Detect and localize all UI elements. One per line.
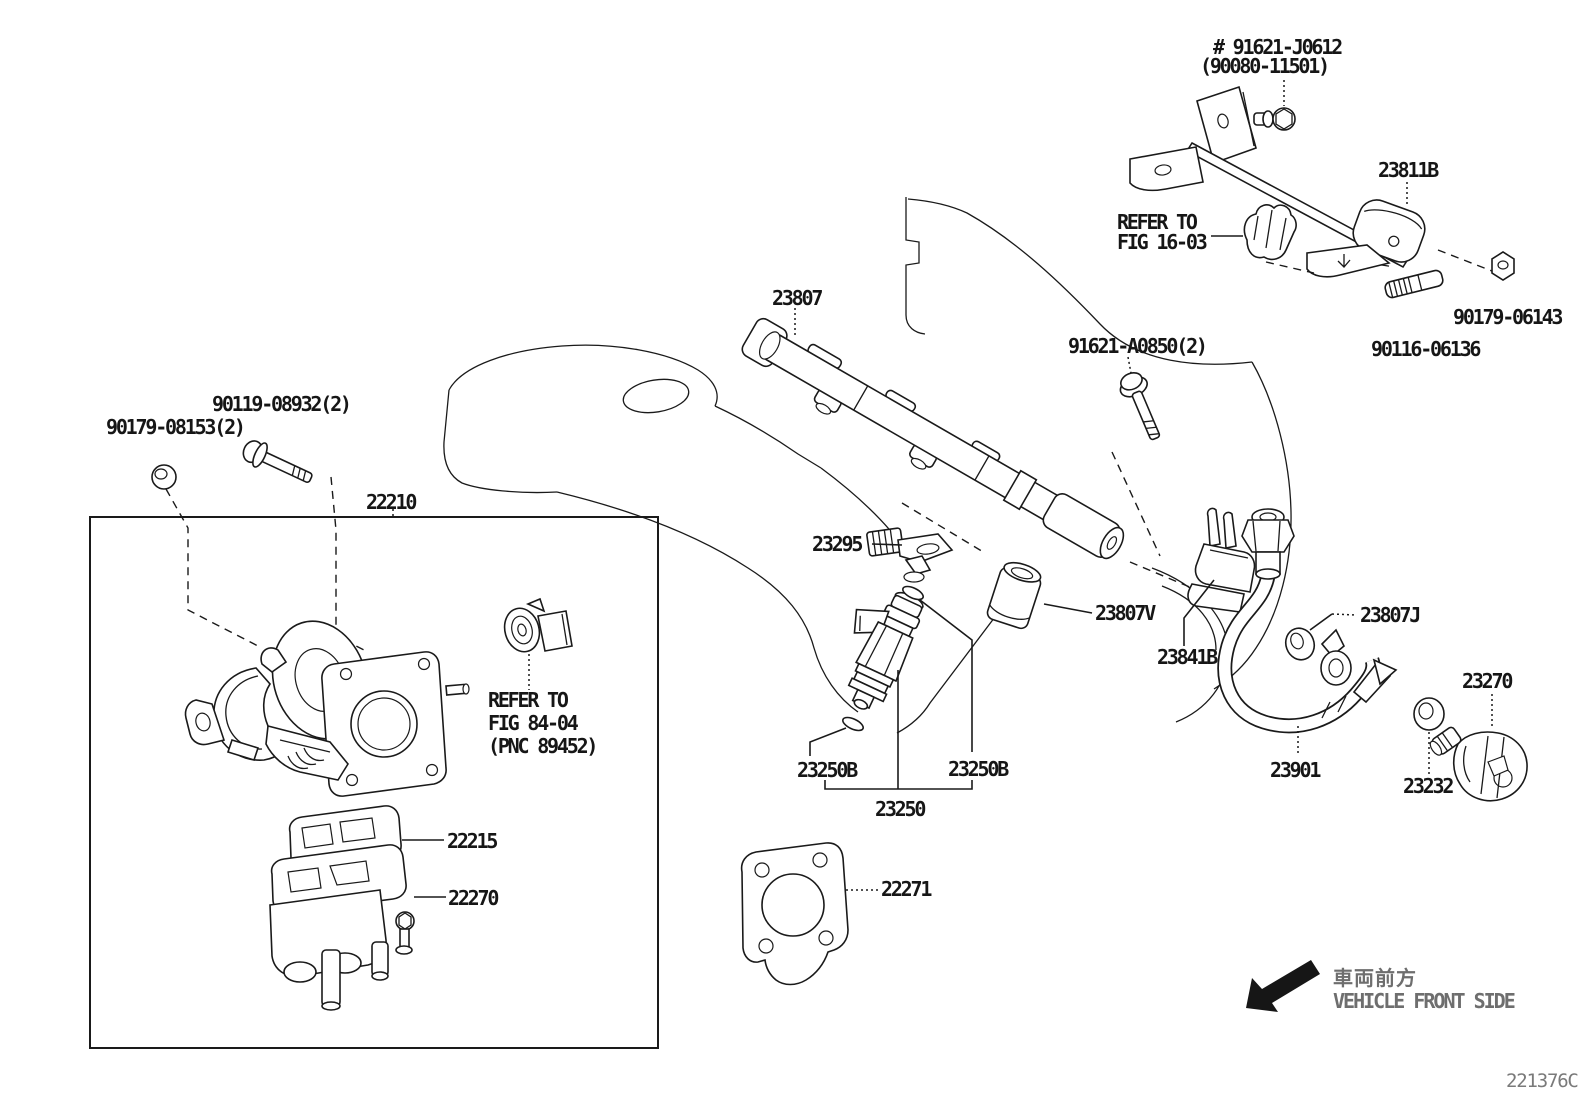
hidden-edge-dash <box>901 502 986 554</box>
valve-23295-part <box>866 527 954 583</box>
label-23250B-left: 23250B <box>797 758 858 782</box>
pipe-clamp-fig16-03 <box>1243 204 1297 261</box>
label-refer-84-04-1: REFER TO <box>488 688 569 712</box>
leader-90179-08153 <box>165 488 259 647</box>
nut-90179-06143-part <box>1491 251 1515 281</box>
bolt-axis-dash <box>1111 451 1161 557</box>
label-23807: 23807 <box>772 286 822 310</box>
label-refer-16-03-1: REFER TO <box>1117 210 1198 234</box>
label-23841B: 23841B <box>1157 645 1218 669</box>
leader-23807J <box>1309 613 1333 631</box>
bracket-foot-plate <box>1306 244 1391 278</box>
washer-23807J-part <box>1284 627 1316 661</box>
label-refer-16-03-2: FIG 16-03 <box>1117 230 1207 254</box>
oring-upper <box>902 585 924 601</box>
label-23901: 23901 <box>1270 758 1321 782</box>
label-90116-06136: 90116-06136 <box>1371 337 1480 361</box>
regulator-23270-part <box>1429 726 1528 802</box>
label-22215: 22215 <box>447 829 497 853</box>
gasket-22271-part <box>740 842 849 986</box>
damper-23807V-part <box>986 561 1042 630</box>
nut-90179-08153-part <box>151 464 177 490</box>
tps-sensor-fig84-04 <box>503 597 573 653</box>
leader-23250-group <box>809 599 973 790</box>
label-22270: 22270 <box>448 886 498 910</box>
bolt-91621-A0850-part <box>1119 371 1161 441</box>
leader-23807J-dot <box>1331 613 1357 616</box>
washer-23232-part <box>1413 697 1445 731</box>
labels: # 91621-J0612 (90080-11501) 23811B REFER… <box>106 35 1579 1092</box>
label-90119-08932: 90119-08932(2) <box>212 392 350 416</box>
label-90179-06143: 90179-06143 <box>1453 305 1562 329</box>
label-23250B-right: 23250B <box>948 757 1009 781</box>
label-91621-A0850: 91621-A0850(2) <box>1068 334 1206 358</box>
label-22210: 22210 <box>366 490 416 514</box>
label-front-side-jp: 車両前方 <box>1333 966 1417 990</box>
iac-valve-22270-part <box>269 844 415 1011</box>
label-90080-11501: (90080-11501) <box>1200 54 1328 78</box>
label-22271: 22271 <box>881 877 932 901</box>
fuel-hose-23901-part <box>1225 508 1398 726</box>
bolt-91621-J0612-part <box>1253 107 1296 131</box>
leader-91621-A0850 <box>1127 356 1132 374</box>
leader-23807V <box>1043 603 1093 614</box>
bracket-assembly <box>1129 80 1515 299</box>
label-23807V: 23807V <box>1095 601 1156 625</box>
label-90179-08153: 90179-08153(2) <box>106 415 244 439</box>
stud-90116-06136-part <box>1384 269 1444 299</box>
label-23270: 23270 <box>1462 669 1512 693</box>
leader-90119-08932 <box>330 476 369 653</box>
throttle-body-part <box>184 620 470 797</box>
label-23232: 23232 <box>1403 774 1453 798</box>
label-23807J: 23807J <box>1360 603 1419 627</box>
fuel-rail-23807-part <box>741 317 1125 560</box>
clamp-23841B-part <box>1187 507 1256 613</box>
label-23811B: 23811B <box>1378 158 1439 182</box>
label-23295: 23295 <box>812 532 862 556</box>
label-refer-84-04-3: (PNC 89452) <box>488 734 596 758</box>
doc-code: 221376C <box>1506 1070 1578 1092</box>
label-23250: 23250 <box>875 797 925 821</box>
bolt-90119-08932-part <box>242 440 313 484</box>
injector-23250-part <box>847 591 924 710</box>
label-91621-J0612: # 91621-J0612 <box>1213 35 1342 59</box>
oring-lower <box>842 716 864 732</box>
front-direction-arrow <box>1246 960 1320 1012</box>
label-refer-84-04-2: FIG 84-04 <box>488 711 579 735</box>
label-front-side-en: VEHICLE FRONT SIDE <box>1333 989 1515 1013</box>
hose-grommet-clamp <box>1320 628 1352 686</box>
leader-23841B <box>1183 579 1215 646</box>
leader-23295 <box>871 543 903 546</box>
throttle-box-22210 <box>89 516 659 1049</box>
